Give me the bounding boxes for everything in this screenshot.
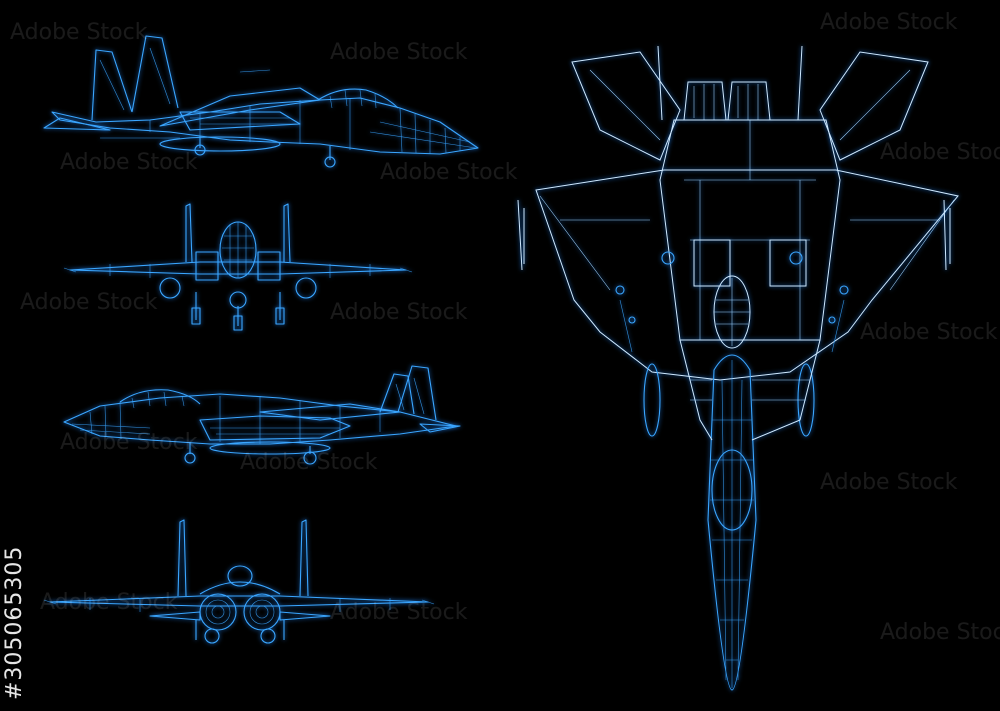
- front-view: [63, 203, 413, 331]
- bottom-view: [517, 45, 959, 691]
- stock-id-label: #305065305: [2, 545, 27, 700]
- side-view-facing-right: [43, 35, 479, 168]
- rear-view: [43, 519, 435, 644]
- side-view-facing-left: [63, 365, 461, 465]
